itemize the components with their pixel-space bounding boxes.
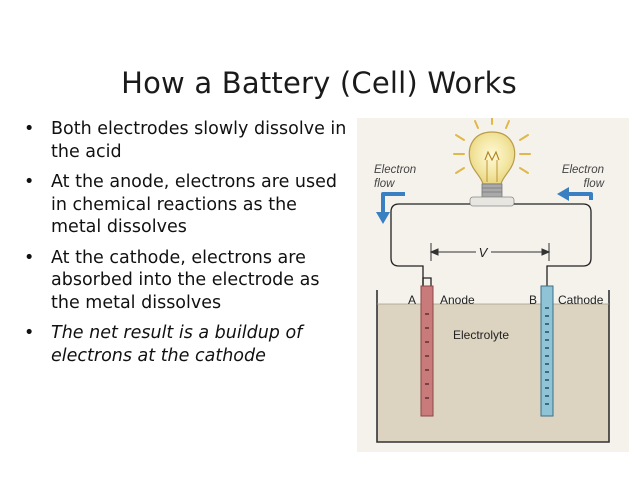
bullet-item: • The net result is a buildup of electro… [22,322,352,367]
voltage-label: V [479,245,489,260]
electron-flow-right-line2: flow [584,178,605,190]
bullet-text: Both electrodes slowly dissolve in the a… [51,119,347,162]
bullet-list: • Both electrodes slowly dissolve in the… [22,118,352,375]
anode-label: Anode [440,293,475,307]
battery-diagram: V Electron flow Electron flow [357,117,629,452]
bullet-symbol: • [24,119,35,139]
bullet-item: • Both electrodes slowly dissolve in the… [22,118,352,163]
bullet-text: At the anode, electrons are used in chem… [51,172,338,237]
electrolyte-label: Electrolyte [453,328,509,342]
battery-diagram-svg: V Electron flow Electron flow [357,117,629,452]
container [376,290,610,443]
electron-flow-right-arrowhead [557,187,569,201]
anode-letter: A [408,293,416,307]
electron-flow-left-line1: Electron [374,164,416,176]
light-rays [453,117,531,174]
electrolyte [377,304,609,442]
bullet-symbol: • [24,247,35,268]
circuit-wire [390,203,592,288]
slide-title: How a Battery (Cell) Works [121,66,517,100]
electron-flow-left-line2: flow [374,178,395,190]
electron-flow-left-arrow [381,192,405,214]
bullet-text: At the cathode, electrons are absorbed i… [51,247,320,313]
cathode-letter: B [529,293,537,307]
bullet-symbol: • [24,172,35,192]
voltage-indicator [429,243,551,261]
bullet-item: • At the cathode, electrons are absorbed… [22,247,352,315]
bullet-item: • At the anode, electrons are used in ch… [22,171,352,239]
electron-flow-right-arrow [569,192,593,200]
bullet-symbol: • [24,323,35,343]
lightbulb-icon [468,131,516,207]
electron-flow-left-arrowhead [376,212,390,224]
bullet-text: The net result is a buildup of electrons… [51,323,303,366]
electron-flow-right-line1: Electron [562,164,604,176]
anode-electrode [420,285,434,417]
cathode-label: Cathode [558,293,604,307]
cathode-electrode [540,285,554,417]
